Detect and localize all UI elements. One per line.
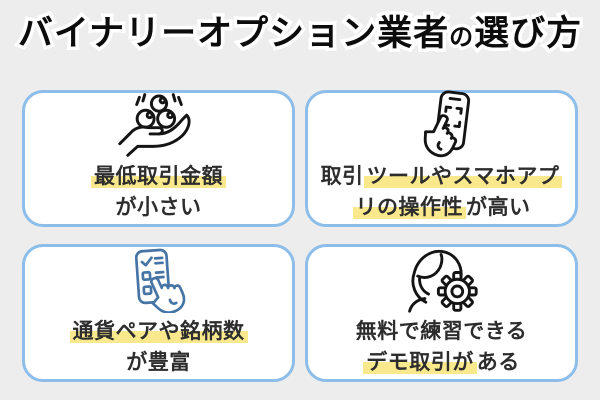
highlighted-text: 通貨ペアや銘柄数 [69,319,248,343]
card-tools-usability: 取引ツールやスマホアプ リの操作性が高い [305,90,578,227]
card-label: 通貨ペアや銘柄数 が豊富 [69,316,248,378]
card-label: 最低取引金額 が小さい [91,161,226,223]
label-text: 取引 [320,165,364,188]
card-label: 無料で練習できる デモ取引がある [356,316,528,378]
label-line: が豊富 [70,347,248,378]
label-line: リの操作性が高い [321,192,563,223]
card-label: 取引ツールやスマホアプ リの操作性が高い [321,161,563,223]
card-demo-trading: 無料で練習できる デモ取引がある [305,244,578,382]
checklist-tap-icon [121,247,197,313]
smartphone-tap-icon [399,90,485,158]
highlighted-text: デモ取引が [363,350,477,374]
label-text: が豊富 [126,350,191,374]
label-line: デモ取引がある [356,347,528,378]
label-line: 通貨ペアや銘柄数 [69,316,248,347]
card-currency-pairs: 通貨ペアや銘柄数 が豊富 [22,244,295,382]
card-min-trade-amount: 最低取引金額 が小さい [22,90,295,227]
label-line: が小さい [91,192,226,223]
page-title-outline: バイナリーオプション業者の選び方 [14,11,584,57]
highlighted-text: ツールやスマホアプ [363,165,563,188]
label-line: 取引ツールやスマホアプ [321,161,563,192]
page-title-text: バイナリーオプション業者の選び方 [17,14,583,53]
label-line: 無料で練習できる [356,316,528,347]
label-text: が高い [466,196,531,219]
page-title: バイナリーオプション業者の選び方 バイナリーオプション業者の選び方 [0,0,600,60]
label-text: が小さい [115,196,202,219]
highlighted-text: 最低取引金額 [91,165,226,188]
highlighted-text: リの操作性 [352,196,466,219]
label-text: 無料で練習できる [355,319,528,343]
card-grid: 最低取引金額 が小さい [22,90,578,382]
label-line: 最低取引金額 [91,161,226,192]
hand-receiving-coins-icon [111,92,207,158]
woman-gear-icon [398,247,486,313]
label-text: ある [476,350,520,374]
